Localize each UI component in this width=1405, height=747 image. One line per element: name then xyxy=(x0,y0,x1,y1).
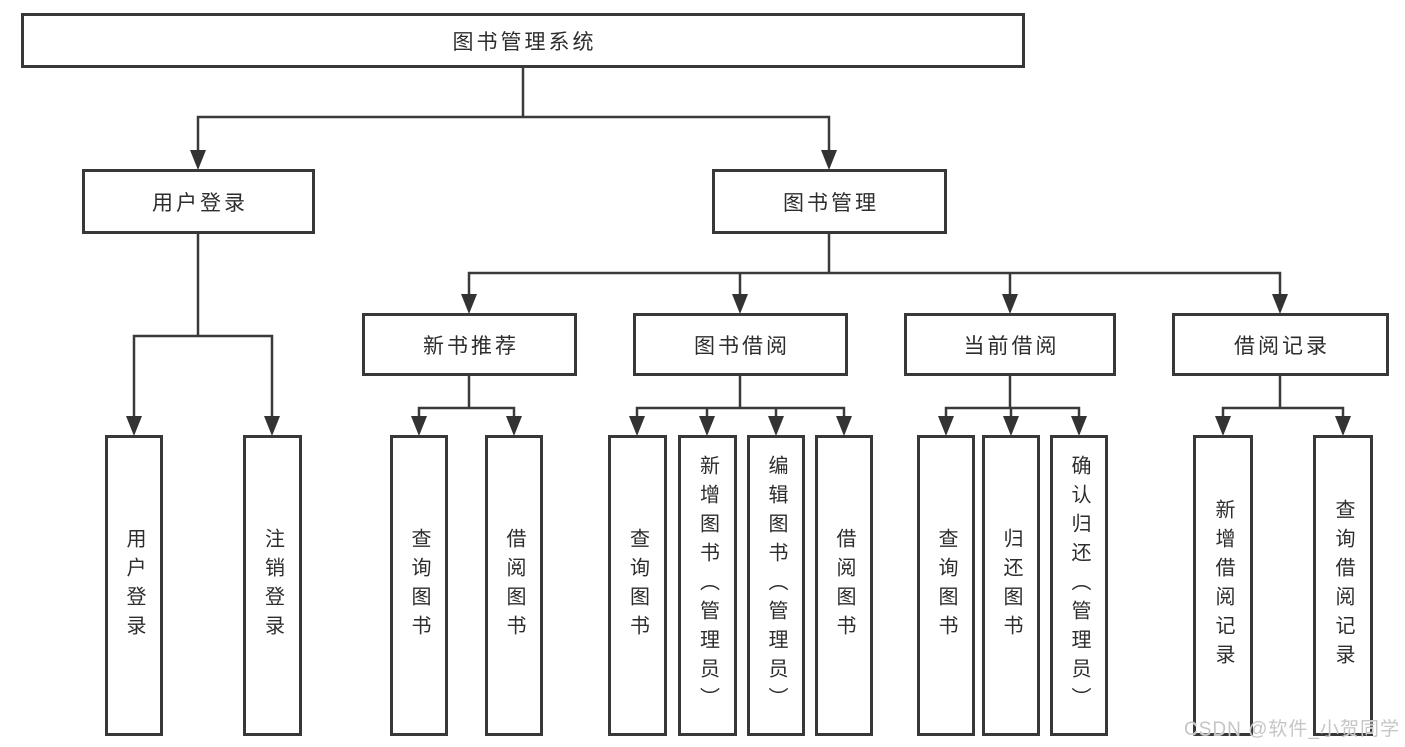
leaf-query-books-3: 查询图书 xyxy=(917,435,975,736)
leaf-user-login: 用户登录 xyxy=(105,435,163,736)
leaf-borrow-books: 借阅图书 xyxy=(485,435,543,736)
leaf-borrow-books-2: 借阅图书 xyxy=(815,435,873,736)
leaf-edit-books-admin: 编辑图书（管理员） xyxy=(747,435,805,736)
node-user-login: 用户登录 xyxy=(82,169,315,234)
node-borrow-records: 借阅记录 xyxy=(1172,313,1389,376)
leaf-logout: 注销登录 xyxy=(243,435,302,736)
leaf-confirm-return-admin: 确认归还（管理员） xyxy=(1050,435,1108,736)
node-book-management: 图书管理 xyxy=(712,169,947,234)
leaf-query-borrow-record: 查询借阅记录 xyxy=(1313,435,1373,736)
leaf-query-books-2: 查询图书 xyxy=(608,435,667,736)
leaf-return-books: 归还图书 xyxy=(982,435,1040,736)
leaf-add-books-admin: 新增图书（管理员） xyxy=(678,435,737,736)
csdn-watermark: CSDN @软件_小贺同学 xyxy=(1184,719,1400,740)
node-current-borrow: 当前借阅 xyxy=(904,313,1116,376)
node-library-management-system: 图书管理系统 xyxy=(21,13,1025,68)
node-new-book-recommend: 新书推荐 xyxy=(362,313,577,376)
leaf-add-borrow-record: 新增借阅记录 xyxy=(1193,435,1253,736)
node-book-borrow: 图书借阅 xyxy=(633,313,848,376)
leaf-query-books: 查询图书 xyxy=(390,435,448,736)
